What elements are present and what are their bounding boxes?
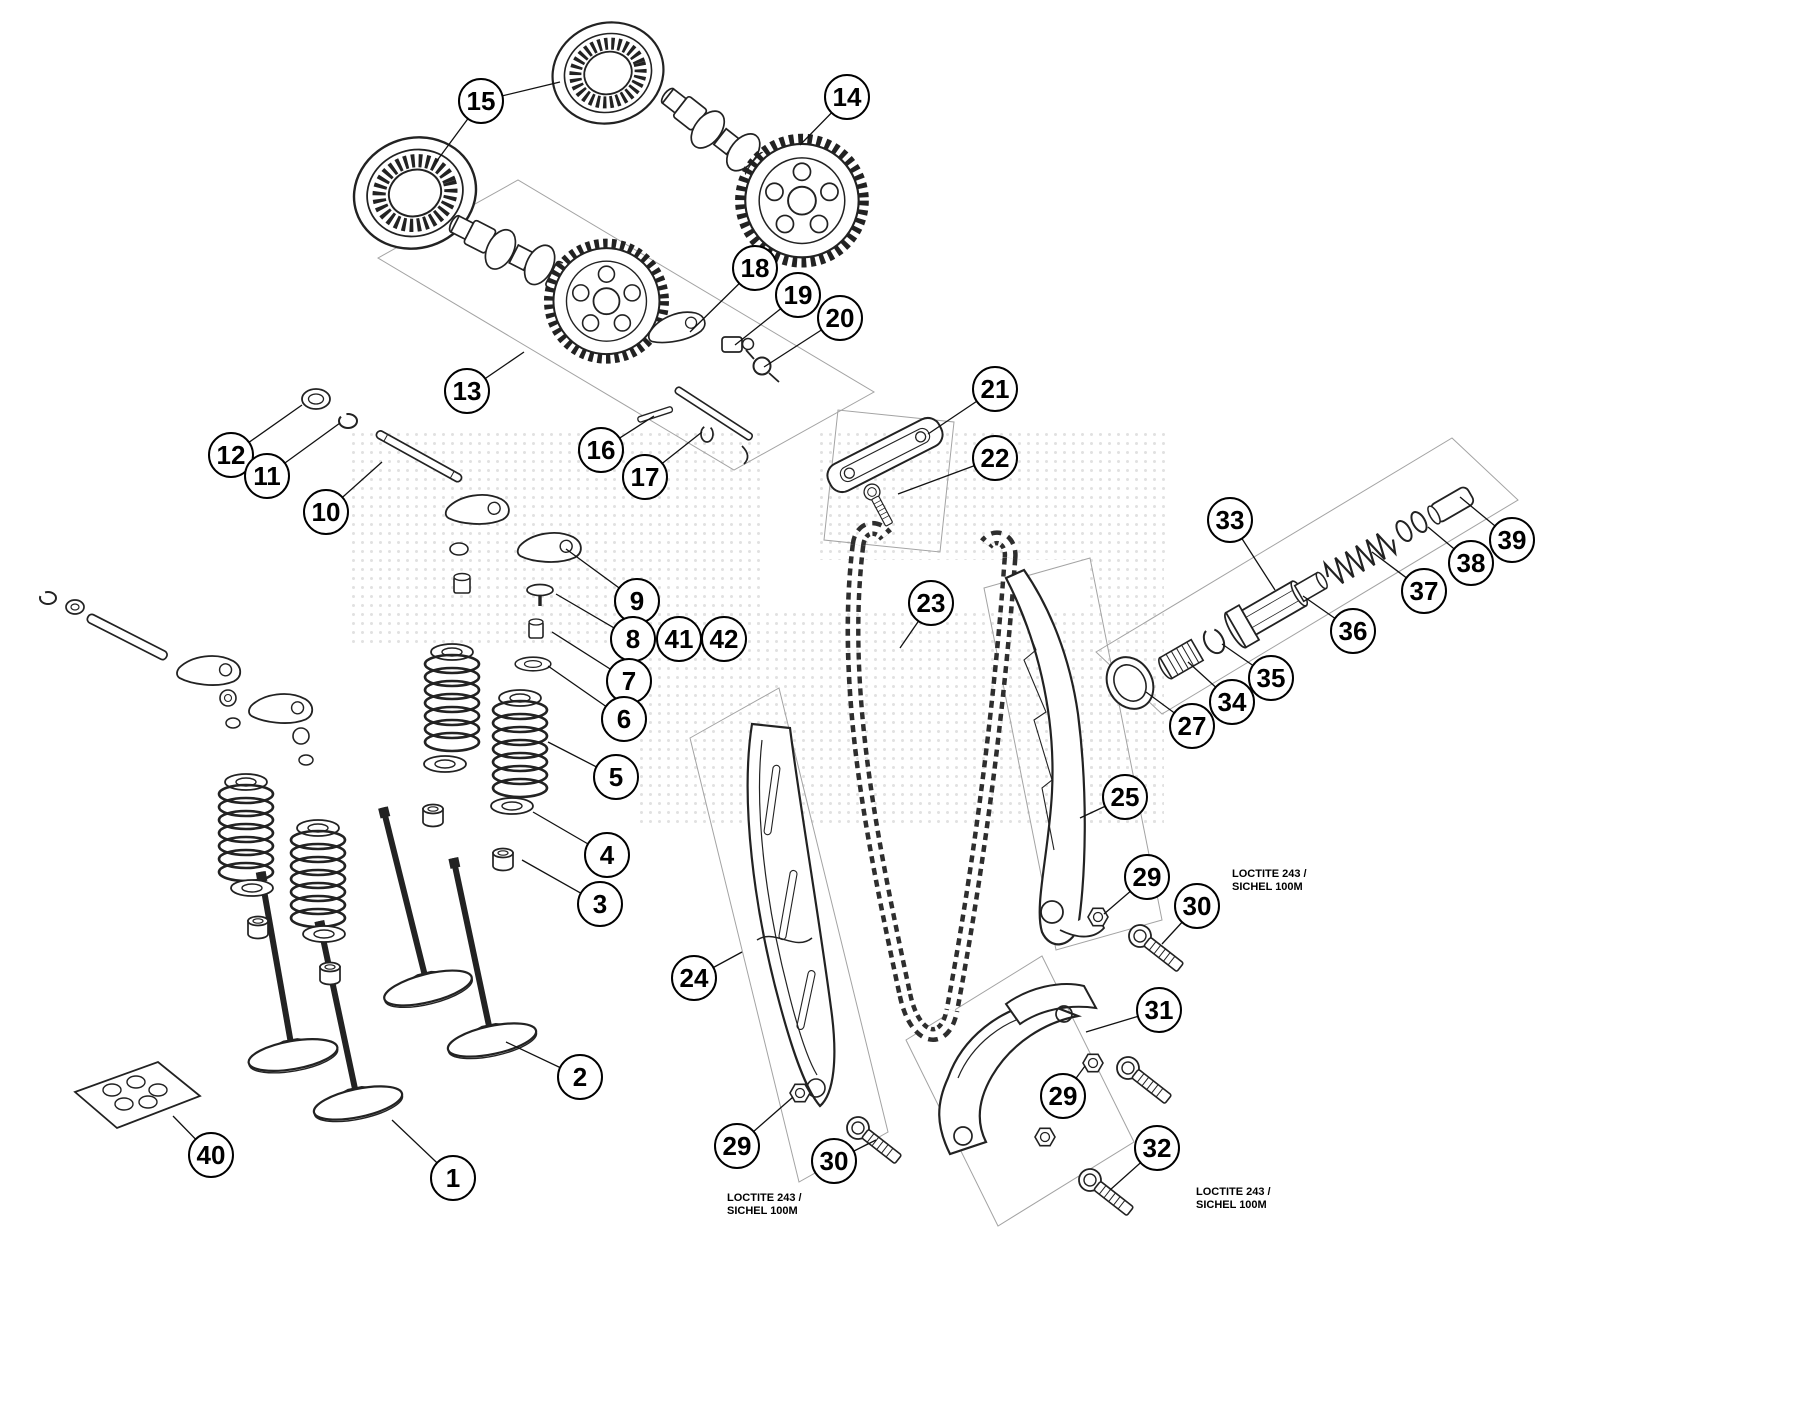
- callout-35[interactable]: 35: [1248, 655, 1294, 701]
- callout-1[interactable]: 1: [430, 1155, 476, 1201]
- callout-29-a[interactable]: 29: [1124, 854, 1170, 900]
- callout-39[interactable]: 39: [1489, 517, 1535, 563]
- tensioner-pin: [1427, 486, 1475, 525]
- tensioner-spring: [1322, 532, 1397, 585]
- tensioner-body: [1224, 571, 1328, 649]
- callout-41[interactable]: 41: [656, 616, 702, 662]
- callout-4[interactable]: 4: [584, 832, 630, 878]
- rear-guide-group-box: [983, 557, 1163, 951]
- adhesive-note-line: LOCTITE 243 /: [727, 1192, 802, 1204]
- adhesive-note-2: LOCTITE 243 /SICHEL 100M: [727, 1192, 802, 1218]
- callout-22[interactable]: 22: [972, 435, 1018, 481]
- callout-29-b[interactable]: 29: [1040, 1073, 1086, 1119]
- callout-24[interactable]: 24: [671, 955, 717, 1001]
- callout-30-b[interactable]: 30: [811, 1138, 857, 1184]
- callout-23[interactable]: 23: [908, 580, 954, 626]
- adhesive-note-line: LOCTITE 243 /: [1196, 1186, 1271, 1198]
- lower-chain-guide-bracket: [938, 983, 1098, 1156]
- callout-25[interactable]: 25: [1102, 774, 1148, 820]
- front-guide-group-box: [689, 687, 889, 1183]
- parts-artwork: [39, 8, 1475, 1221]
- callout-38[interactable]: 38: [1448, 540, 1494, 586]
- adhesive-note-line: SICHEL 100M: [727, 1205, 798, 1218]
- callout-30-a[interactable]: 30: [1174, 883, 1220, 929]
- callout-10[interactable]: 10: [303, 489, 349, 535]
- callout-19[interactable]: 19: [775, 272, 821, 318]
- callout-36[interactable]: 36: [1330, 608, 1376, 654]
- middle-rockers-tappets: [443, 488, 584, 672]
- chain-tensioner-assembly: [1105, 486, 1475, 710]
- adhesive-note-line: LOCTITE 243 /: [1232, 868, 1307, 880]
- timing-chain: [845, 520, 1018, 1042]
- callout-34[interactable]: 34: [1209, 679, 1255, 725]
- chain-guide-front: [746, 722, 836, 1108]
- callout-33[interactable]: 33: [1207, 497, 1253, 543]
- adhesive-note-3: LOCTITE 243 /SICHEL 100M: [1196, 1186, 1271, 1212]
- top-guide-group-box: [823, 409, 955, 553]
- decompressor-parts: [637, 309, 780, 465]
- callout-13[interactable]: 13: [444, 368, 490, 414]
- adhesive-note-line: SICHEL 100M: [1196, 1199, 1267, 1212]
- callout-2[interactable]: 2: [557, 1054, 603, 1100]
- callout-11[interactable]: 11: [244, 453, 290, 499]
- callout-3[interactable]: 3: [577, 881, 623, 927]
- callout-5[interactable]: 5: [593, 754, 639, 800]
- adhesive-note-line: SICHEL 100M: [1232, 881, 1303, 894]
- callout-15[interactable]: 15: [458, 78, 504, 124]
- callout-29-c[interactable]: 29: [714, 1123, 760, 1169]
- callout-18[interactable]: 18: [732, 245, 778, 291]
- callout-8[interactable]: 8: [610, 616, 656, 662]
- callout-20[interactable]: 20: [817, 295, 863, 341]
- callout-14[interactable]: 14: [824, 74, 870, 120]
- callout-6[interactable]: 6: [601, 696, 647, 742]
- callout-16[interactable]: 16: [578, 427, 624, 473]
- callout-31[interactable]: 31: [1136, 987, 1182, 1033]
- callout-32[interactable]: 32: [1134, 1125, 1180, 1171]
- callout-27[interactable]: 27: [1169, 703, 1215, 749]
- cam-plug-and-shaft: [301, 388, 463, 483]
- callout-21[interactable]: 21: [972, 366, 1018, 412]
- chain-top-guide: [826, 416, 944, 494]
- callout-37[interactable]: 37: [1401, 568, 1447, 614]
- callout-42[interactable]: 42: [701, 616, 747, 662]
- callout-17[interactable]: 17: [622, 454, 668, 500]
- adhesive-note-1: LOCTITE 243 /SICHEL 100M: [1232, 868, 1307, 894]
- callout-40[interactable]: 40: [188, 1132, 234, 1178]
- left-valvetrain: [39, 591, 347, 986]
- callout-12[interactable]: 12: [208, 432, 254, 478]
- shim-plate: [73, 1060, 202, 1130]
